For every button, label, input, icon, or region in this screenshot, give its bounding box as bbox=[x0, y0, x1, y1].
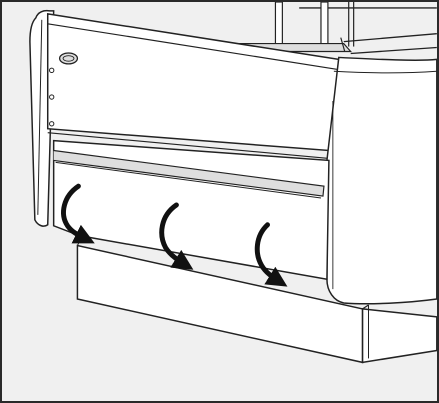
screw-icon bbox=[49, 121, 55, 127]
rotate-arrow-icon bbox=[159, 202, 194, 270]
kick-panel bbox=[52, 139, 330, 281]
rotate-arrow-icon bbox=[61, 183, 95, 244]
rotate-arrows bbox=[61, 183, 288, 287]
screw-icon bbox=[49, 67, 55, 73]
rotate-arrow-icon bbox=[254, 222, 288, 287]
screw-icon bbox=[49, 94, 55, 100]
logo-badge-icon bbox=[58, 52, 79, 65]
base-plinth bbox=[76, 237, 437, 364]
front-fascia-panel bbox=[46, 13, 340, 160]
right-end-panel bbox=[326, 56, 437, 305]
